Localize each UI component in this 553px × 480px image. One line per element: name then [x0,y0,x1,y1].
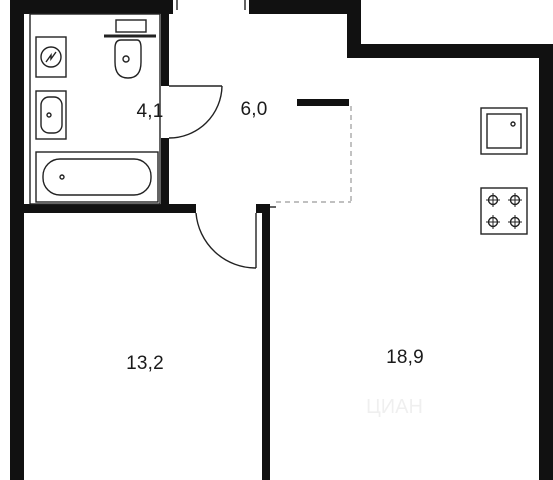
sink [35,90,67,140]
dashed-partition [276,106,352,203]
toilet-tank [115,19,147,33]
wall-top-left [10,0,173,14]
kitchen-sink [480,107,528,155]
burner-cross-icon [486,193,500,207]
room-area-hallway: 6,0 [240,99,268,120]
stove-burner-crosses [486,193,522,229]
room-area-kitchen-living: 18,9 [386,347,424,368]
bathroom-door-arc [168,85,223,139]
toilet-button-icon [122,55,130,63]
kitchen-sink-basin [486,113,522,149]
kitchen-fixtures [480,107,528,235]
room-area-bathroom: 4,1 [136,101,164,122]
wall-kitchen-top [347,44,553,58]
wall-hallway-stub [297,99,349,106]
entrance-door [176,0,246,10]
room-area-bedroom: 13,2 [126,353,164,374]
kitchen-sink-drain-icon [510,121,516,127]
wall-right-upper [347,0,361,58]
wall-bathroom-right-lower [161,138,169,210]
burner-cross-icon [486,215,500,229]
washing-machine-drum [40,46,62,68]
bathtub-drain-icon [59,174,65,180]
stove [480,187,528,235]
wall-right-exterior [539,44,553,480]
door-swings [168,85,276,269]
washing-machine-icon [45,51,57,63]
bathtub-basin [42,158,152,196]
wall-bathroom-right-upper [161,14,169,86]
sink-drain-icon [46,112,52,118]
interior-walls [24,14,349,480]
washing-machine [35,36,67,78]
wall-bedroom-top [24,204,196,213]
bedroom-door-arc [195,212,257,269]
toilet-bowl [114,39,142,79]
burner-cross-icon [508,193,522,207]
bathroom-inner-outline [29,13,161,205]
wall-left-exterior [10,0,24,480]
watermark: ЦИАН [366,396,423,418]
wall-bedroom-right [262,204,270,480]
burner-cross-icon [508,215,522,229]
walls [10,0,553,480]
bathroom-fixtures [35,19,159,203]
wall-door-jamb [256,204,270,213]
sink-basin [40,96,63,134]
bathtub [35,151,159,203]
wall-top-right [249,0,361,14]
